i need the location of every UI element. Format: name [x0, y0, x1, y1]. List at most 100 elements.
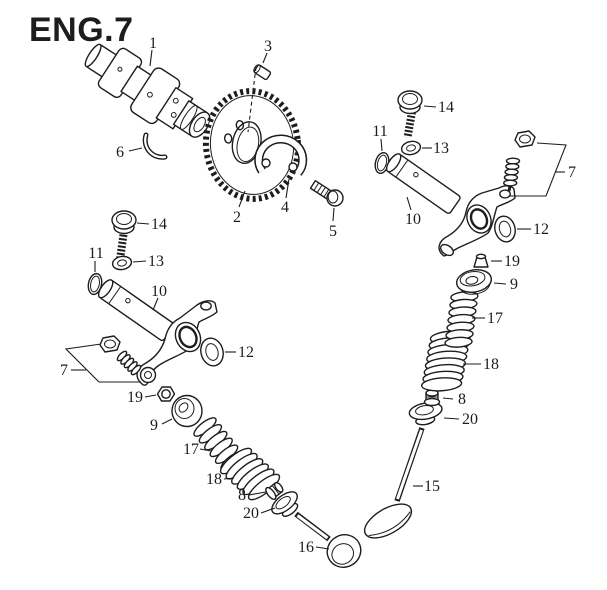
- part-label-17: 17: [487, 310, 503, 327]
- label-3: 3: [262, 38, 272, 64]
- part-label-17: 17: [183, 441, 199, 458]
- part-label-7: 7: [60, 362, 68, 379]
- rocker-bolt-right-drawing: [397, 90, 423, 139]
- bracket-line: [64, 343, 141, 383]
- part-label-14: 14: [151, 216, 167, 233]
- rocker-arm-right-drawing: [438, 185, 516, 257]
- part-label-2: 2: [233, 209, 241, 226]
- label-7-left: 7: [60, 343, 141, 383]
- label-10-left: 10: [151, 283, 167, 311]
- leader-line: [285, 178, 290, 199]
- label-9-right: 9: [493, 276, 518, 293]
- part-label-11: 11: [88, 245, 103, 262]
- label-20-right: 20: [443, 411, 478, 428]
- label-12-left: 12: [225, 344, 254, 361]
- part-label-7: 7: [568, 164, 576, 181]
- rocker-shaft-right-drawing: [385, 153, 461, 214]
- part-label-5: 5: [329, 223, 337, 240]
- label-12-right: 12: [517, 221, 549, 238]
- part-label-15: 15: [424, 478, 440, 495]
- adjuster-nut-left-drawing: [99, 335, 121, 353]
- leader-line: [493, 282, 507, 285]
- leader-line: [238, 190, 246, 208]
- part-label-13: 13: [148, 253, 164, 270]
- label-13-right: 13: [422, 140, 449, 157]
- part-label-18: 18: [483, 356, 499, 373]
- part-label-20: 20: [462, 411, 478, 428]
- leader-line: [260, 507, 276, 514]
- leader-line: [128, 147, 143, 152]
- part-label-16: 16: [298, 539, 314, 556]
- label-17-left: 17: [183, 441, 212, 458]
- label-5: 5: [329, 207, 337, 240]
- part-label-19: 19: [504, 253, 520, 270]
- leader-line: [423, 105, 437, 108]
- leader-line: [136, 222, 150, 225]
- leader-line: [152, 297, 159, 311]
- leader-line: [149, 49, 153, 67]
- label-4: 4: [281, 178, 290, 216]
- label-10-right: 10: [405, 196, 421, 228]
- part-label-8: 8: [458, 391, 466, 408]
- washer-13-right-drawing: [400, 140, 422, 156]
- part-label-11: 11: [372, 123, 387, 140]
- leader-line: [144, 394, 157, 398]
- part-label-20: 20: [243, 505, 259, 522]
- label-19-right: 19: [491, 253, 520, 270]
- label-6: 6: [116, 144, 143, 161]
- leader-line: [223, 477, 235, 480]
- part-label-14: 14: [438, 99, 454, 116]
- leader-line: [132, 260, 147, 263]
- spring-retainer-left-drawing: [171, 394, 203, 428]
- valve-16-drawing: [294, 511, 362, 568]
- part-label-4: 4: [281, 199, 289, 216]
- leader-line: [161, 418, 173, 425]
- valve-keeper-right-drawing: [473, 253, 489, 268]
- leader-line: [199, 448, 212, 452]
- bearing-half-ring-drawing: [142, 132, 168, 160]
- spring-seat-right-drawing: [408, 401, 443, 426]
- part-label-12: 12: [533, 221, 549, 238]
- part-label-12: 12: [238, 344, 254, 361]
- label-8-left: 8: [238, 487, 267, 504]
- label-17-right: 17: [472, 310, 503, 327]
- washer-12-right-drawing: [494, 215, 516, 243]
- leader-line: [442, 397, 454, 400]
- label-18-right: 18: [463, 356, 499, 373]
- part-label-18: 18: [206, 471, 222, 488]
- label-11-right: 11: [372, 123, 388, 152]
- label-19-left: 19: [127, 389, 157, 406]
- adjuster-screw-right-drawing: [503, 157, 521, 192]
- label-7-right: 7: [509, 142, 576, 197]
- adjuster-nut-right-drawing: [514, 130, 536, 148]
- label-8-right: 8: [442, 391, 466, 408]
- part-label-3: 3: [264, 38, 272, 55]
- part-label-9: 9: [510, 276, 518, 293]
- rocker-bolt-left-drawing: [111, 210, 137, 262]
- label-14-left: 14: [136, 216, 167, 233]
- label-16: 16: [298, 539, 330, 556]
- label-15: 15: [413, 478, 440, 495]
- washer-12-left-drawing: [200, 337, 224, 367]
- spring-seat-left-drawing: [271, 491, 299, 518]
- part-label-1: 1: [149, 35, 157, 52]
- bracket-line: [509, 142, 567, 197]
- adjuster-screw-left-drawing: [116, 350, 142, 376]
- camshaft-drawing: [84, 43, 211, 138]
- leader-line: [443, 417, 460, 420]
- diagram-title: ENG.7: [29, 11, 134, 49]
- label-14-right: 14: [423, 99, 454, 116]
- o-ring-left-drawing: [87, 272, 103, 296]
- spring-retainer-right-drawing: [455, 269, 493, 295]
- label-18-left: 18: [206, 471, 235, 488]
- washer-13-left-drawing: [111, 255, 133, 271]
- part-label-10: 10: [405, 211, 421, 228]
- cam-sprocket-drawing: [202, 88, 302, 202]
- part-label-8: 8: [238, 487, 246, 504]
- leader-line: [315, 546, 330, 550]
- part-label-13: 13: [433, 140, 449, 157]
- part-label-10: 10: [151, 283, 167, 300]
- label-13-left: 13: [132, 253, 164, 270]
